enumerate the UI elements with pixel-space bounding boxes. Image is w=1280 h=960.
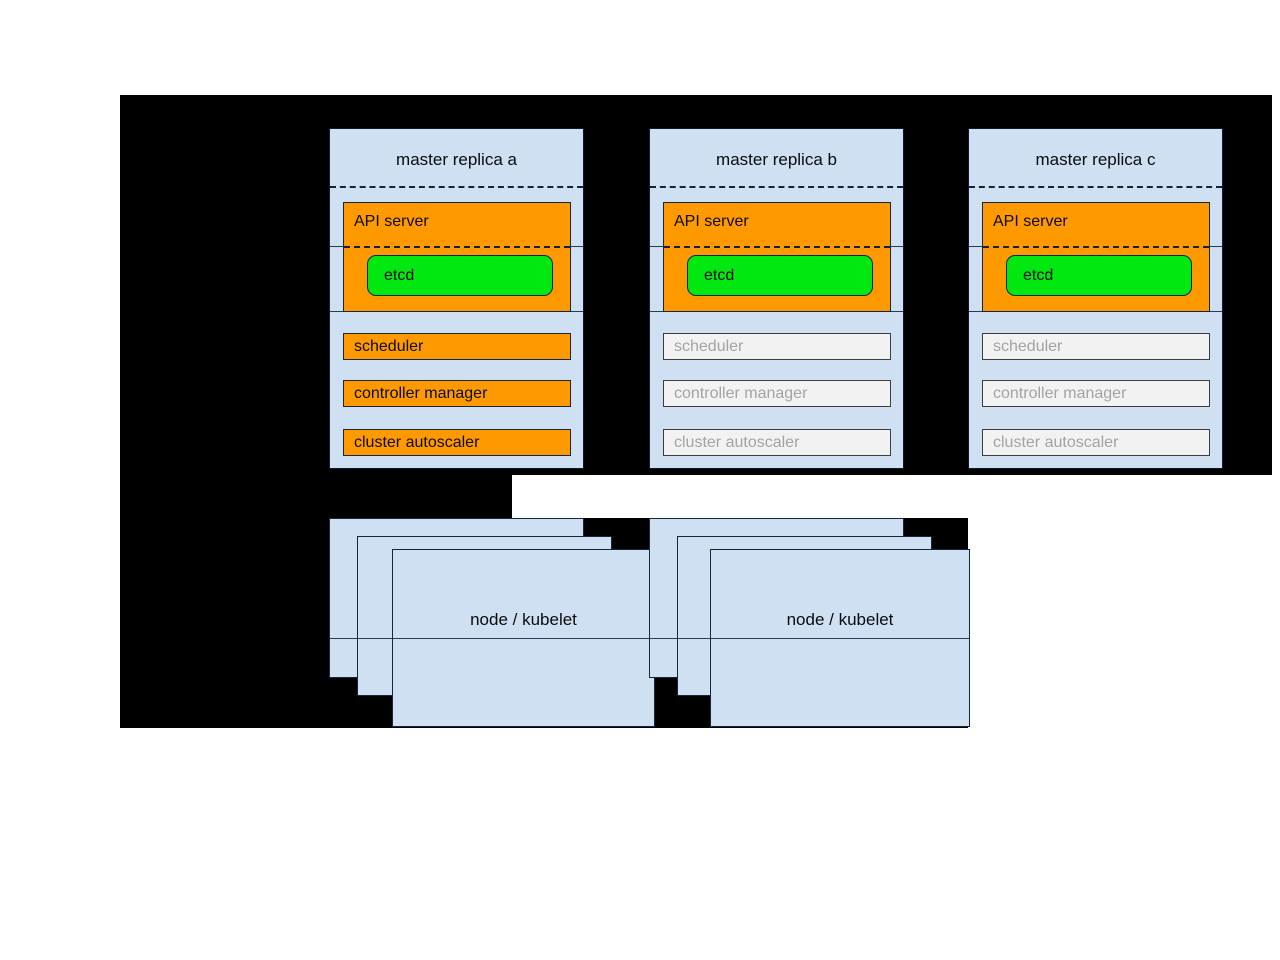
- replica-a-controller-manager-label: controller manager: [354, 384, 488, 402]
- replica-b-scheduler-label: scheduler: [674, 337, 744, 355]
- replica-b-api-server-label: API server: [674, 213, 749, 230]
- master-replica-c[interactable]: master replica c API server etcd schedul…: [968, 128, 1223, 469]
- replica-b-header-divider: [650, 186, 903, 188]
- replica-a-scheduler[interactable]: scheduler: [343, 333, 571, 360]
- master-replica-b[interactable]: master replica b API server etcd schedul…: [649, 128, 904, 469]
- node-group-left-front[interactable]: node / kubelet: [392, 549, 655, 727]
- replica-c-api-server[interactable]: API server etcd: [982, 202, 1210, 312]
- replica-c-api-server-divider: [983, 246, 1209, 248]
- replica-a-cluster-autoscaler-label: cluster autoscaler: [354, 433, 480, 451]
- replica-c-cluster-autoscaler[interactable]: cluster autoscaler: [982, 429, 1210, 456]
- replica-a-scheduler-label: scheduler: [354, 337, 424, 355]
- replica-c-scheduler-label: scheduler: [993, 337, 1063, 355]
- replica-b-etcd[interactable]: etcd: [687, 255, 873, 296]
- replica-a-header-divider: [330, 186, 583, 188]
- replica-c-etcd[interactable]: etcd: [1006, 255, 1192, 296]
- replica-a-title: master replica a: [396, 150, 517, 169]
- replica-a-api-server-divider: [344, 246, 570, 248]
- replica-a-etcd-label: etcd: [384, 266, 415, 284]
- node-right-label: node / kubelet: [786, 610, 894, 629]
- replica-a-api-server-label: API server: [354, 213, 429, 230]
- node-group-right-front[interactable]: node / kubelet: [710, 549, 970, 727]
- replica-b-cluster-autoscaler[interactable]: cluster autoscaler: [663, 429, 891, 456]
- replica-a-etcd[interactable]: etcd: [367, 255, 553, 296]
- replica-c-api-server-label: API server: [993, 213, 1068, 230]
- replica-c-etcd-label: etcd: [1023, 266, 1054, 284]
- replica-b-title: master replica b: [716, 150, 837, 169]
- replica-b-cluster-autoscaler-label: cluster autoscaler: [674, 433, 800, 451]
- backdrop-notch: [512, 475, 1272, 518]
- node-left-front-divider: [393, 638, 654, 639]
- replica-b-etcd-label: etcd: [704, 266, 735, 284]
- replica-c-title: master replica c: [1035, 150, 1156, 169]
- replica-b-controller-manager[interactable]: controller manager: [663, 380, 891, 407]
- replica-b-api-server-divider: [664, 246, 890, 248]
- replica-c-controller-manager[interactable]: controller manager: [982, 380, 1210, 407]
- node-left-label: node / kubelet: [470, 610, 577, 629]
- replica-c-scheduler[interactable]: scheduler: [982, 333, 1210, 360]
- replica-b-controller-manager-label: controller manager: [674, 384, 808, 402]
- replica-a-cluster-autoscaler[interactable]: cluster autoscaler: [343, 429, 571, 456]
- master-replica-a[interactable]: master replica a API server etcd schedul…: [329, 128, 584, 469]
- replica-c-header-divider: [969, 186, 1222, 188]
- node-right-front-divider: [711, 638, 969, 639]
- replica-c-controller-manager-label: controller manager: [993, 384, 1127, 402]
- replica-a-api-server[interactable]: API server etcd: [343, 202, 571, 312]
- replica-b-api-server[interactable]: API server etcd: [663, 202, 891, 312]
- replica-a-controller-manager[interactable]: controller manager: [343, 380, 571, 407]
- replica-b-scheduler[interactable]: scheduler: [663, 333, 891, 360]
- replica-c-cluster-autoscaler-label: cluster autoscaler: [993, 433, 1119, 451]
